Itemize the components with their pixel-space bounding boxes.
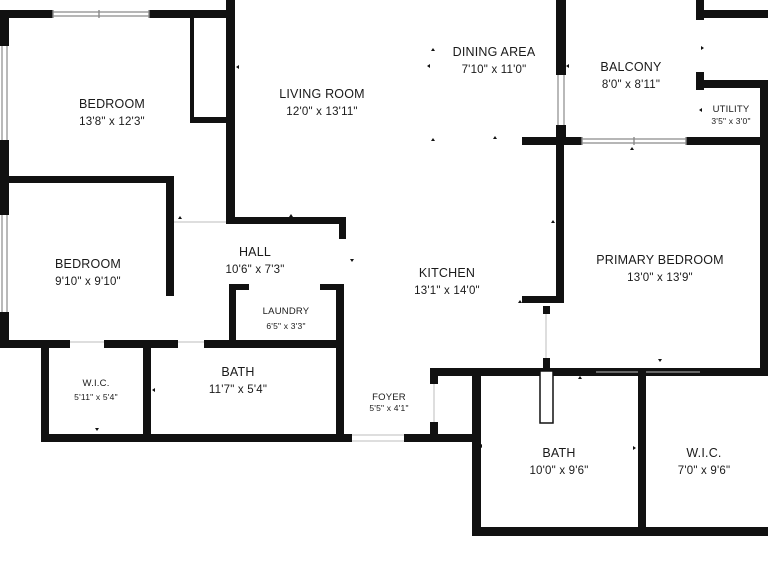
room-dimensions: 5'5" x 4'1" [369, 403, 408, 413]
room-dimensions: 12'0" x 13'11" [286, 106, 357, 118]
room-dimensions: 9'10" x 9'10" [55, 276, 121, 288]
label-ticks [46, 46, 704, 450]
room-dimensions: 13'1" x 14'0" [414, 285, 480, 297]
room-dimensions: 5'11" x 5'4" [74, 392, 118, 402]
room-dining-area: DINING AREA 7'10" x 11'0" [453, 45, 536, 76]
room-name: W.I.C. [82, 378, 109, 389]
room-name: BEDROOM [55, 257, 121, 271]
room-name: BEDROOM [79, 97, 145, 111]
room-utility: UTILITY 3'5" x 3'0" [711, 104, 750, 126]
room-dimensions: 7'0" x 9'6" [678, 465, 730, 477]
room-bath-2: BATH 10'0" x 9'6" [529, 446, 588, 477]
room-name: BATH [221, 365, 254, 379]
room-name: LIVING ROOM [279, 87, 365, 101]
room-laundry: LAUNDRY 6'5" x 3'3" [263, 306, 310, 331]
room-name: W.I.C. [686, 446, 721, 460]
room-name: UTILITY [713, 104, 750, 115]
room-living-room: LIVING ROOM 12'0" x 13'11" [279, 87, 365, 118]
room-dimensions: 3'5" x 3'0" [711, 116, 750, 126]
walls [0, 0, 768, 536]
windows [1, 10, 687, 312]
room-name: BALCONY [600, 60, 662, 74]
room-wic-1: W.I.C. 5'11" x 5'4" [74, 378, 118, 402]
room-kitchen: KITCHEN 13'1" x 14'0" [414, 266, 480, 297]
room-hall: HALL 10'6" x 7'3" [225, 245, 284, 276]
room-name: PRIMARY BEDROOM [596, 253, 724, 267]
room-primary-bedroom: PRIMARY BEDROOM 13'0" x 13'9" [596, 253, 724, 284]
room-name: KITCHEN [419, 266, 475, 280]
door-openings [70, 221, 700, 442]
room-dimensions: 13'8" x 12'3" [79, 116, 145, 128]
room-dimensions: 8'0" x 8'11" [602, 79, 660, 91]
room-dimensions: 10'0" x 9'6" [529, 465, 588, 477]
room-bath-1: BATH 11'7" x 5'4" [209, 365, 267, 396]
room-name: DINING AREA [453, 45, 536, 59]
room-dimensions: 13'0" x 13'9" [627, 272, 693, 284]
room-dimensions: 6'5" x 3'3" [266, 321, 305, 331]
room-foyer: FOYER 5'5" x 4'1" [369, 392, 408, 413]
room-dimensions: 7'10" x 11'0" [462, 64, 527, 76]
room-name: LAUNDRY [263, 306, 310, 317]
room-balcony: BALCONY 8'0" x 8'11" [600, 60, 662, 91]
room-dimensions: 11'7" x 5'4" [209, 384, 267, 396]
room-dimensions: 10'6" x 7'3" [225, 264, 284, 276]
room-name: FOYER [372, 392, 406, 403]
room-bedroom-2: BEDROOM 9'10" x 9'10" [55, 257, 121, 288]
room-name: BATH [542, 446, 575, 460]
room-name: HALL [239, 245, 271, 259]
room-wic-2: W.I.C. 7'0" x 9'6" [678, 446, 730, 477]
room-bedroom-1: BEDROOM 13'8" x 12'3" [79, 97, 145, 128]
